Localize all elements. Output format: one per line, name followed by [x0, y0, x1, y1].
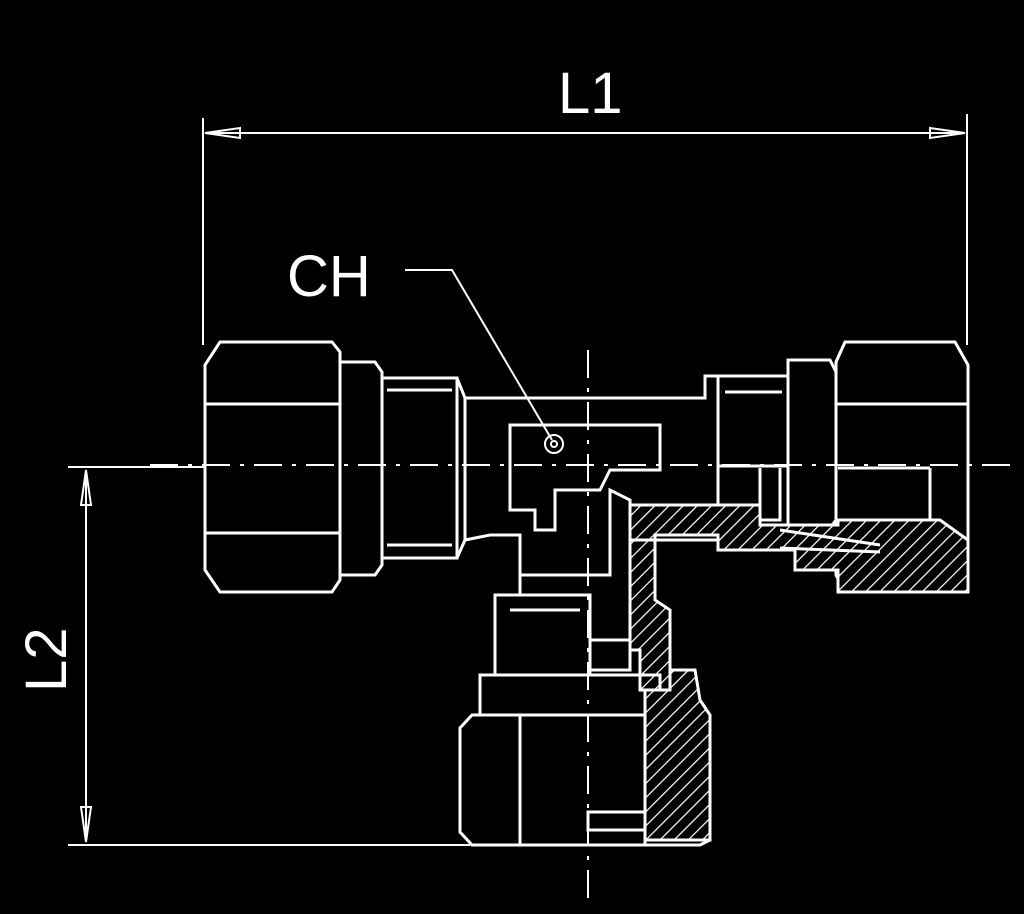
l2-label: L2	[14, 627, 79, 692]
ch-label: CH	[287, 244, 371, 309]
bottom-stem	[493, 538, 672, 692]
bottom-nut	[458, 668, 712, 847]
l2-arrow-top	[79, 469, 93, 506]
ch-callout: CH	[287, 244, 564, 454]
left-nut	[203, 340, 467, 594]
right-section-hatch	[628, 503, 970, 602]
ch-marker-outer	[544, 434, 564, 454]
l1-label: L1	[558, 61, 623, 126]
l1-arrow-left	[204, 126, 241, 140]
l1-arrow-right	[929, 126, 966, 140]
ch-marker-inner	[550, 440, 558, 448]
l2-arrow-bottom	[79, 806, 93, 843]
dimension-l2: L2	[14, 466, 470, 846]
tee-body	[464, 374, 720, 595]
dimension-l1: L1	[202, 61, 968, 345]
ch-leader-line	[405, 269, 553, 441]
center-lines	[150, 350, 1010, 905]
